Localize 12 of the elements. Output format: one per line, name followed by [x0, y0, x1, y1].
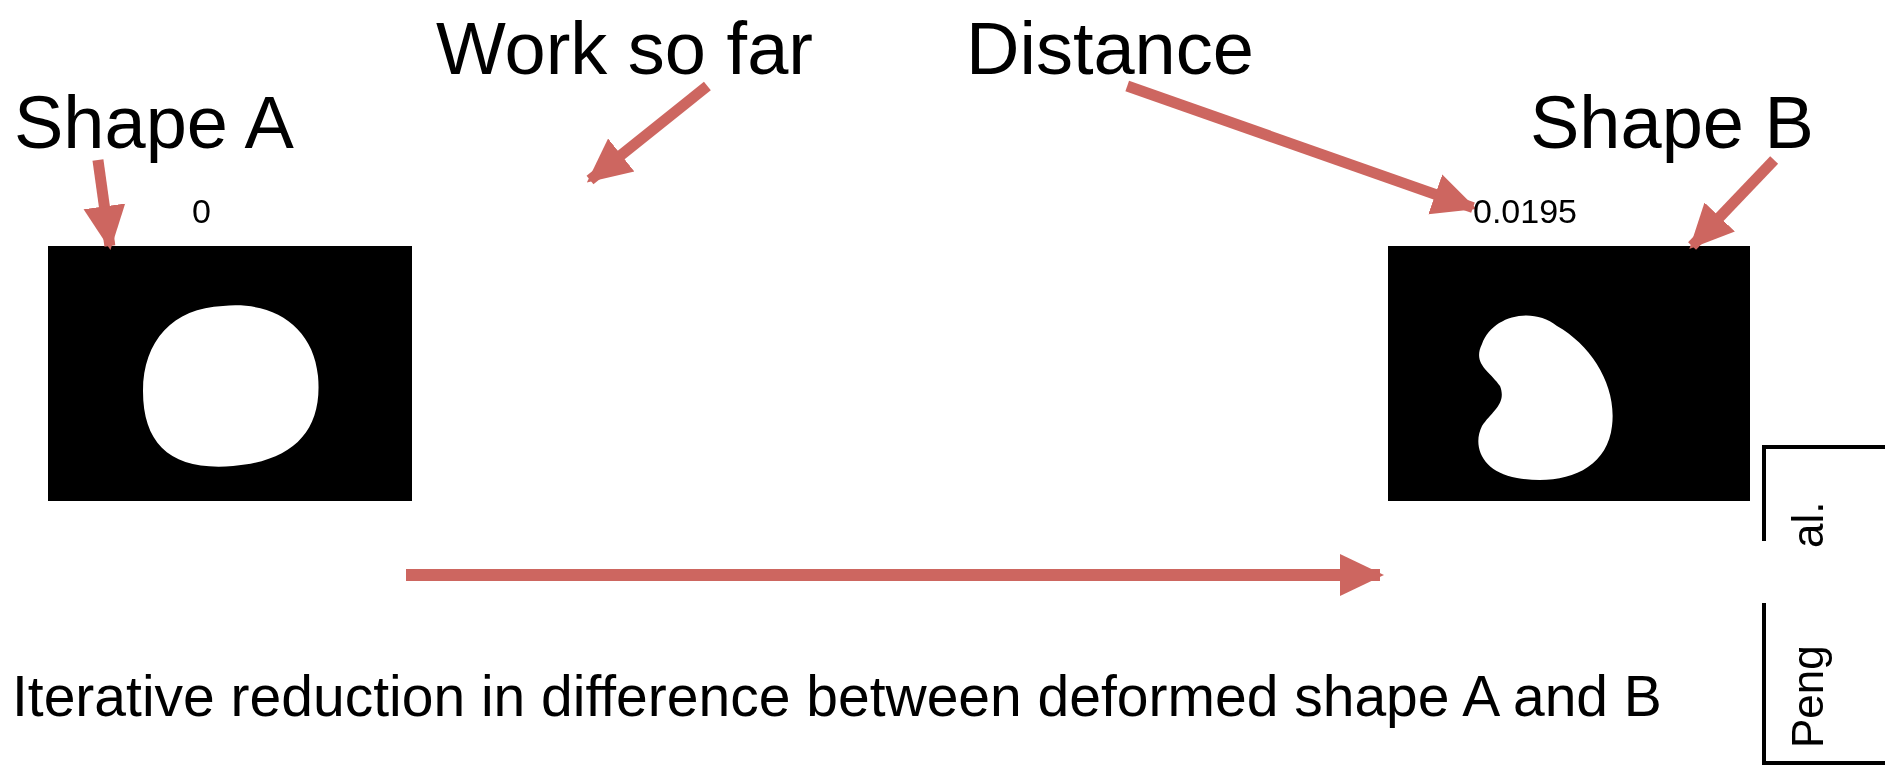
arrow [586, 81, 711, 185]
citation-text: Peng [1786, 645, 1830, 748]
arrow [1125, 80, 1477, 215]
heading-text: Work so far [436, 12, 813, 86]
picture [1388, 246, 1750, 501]
arrow [1688, 156, 1779, 250]
value-text: 0.0195 [1473, 194, 1577, 228]
arrow [83, 159, 126, 250]
heading-text: Distance [966, 12, 1254, 86]
picture [48, 246, 412, 501]
citation-text: al. [1786, 501, 1830, 548]
value-text: 0 [192, 194, 211, 228]
